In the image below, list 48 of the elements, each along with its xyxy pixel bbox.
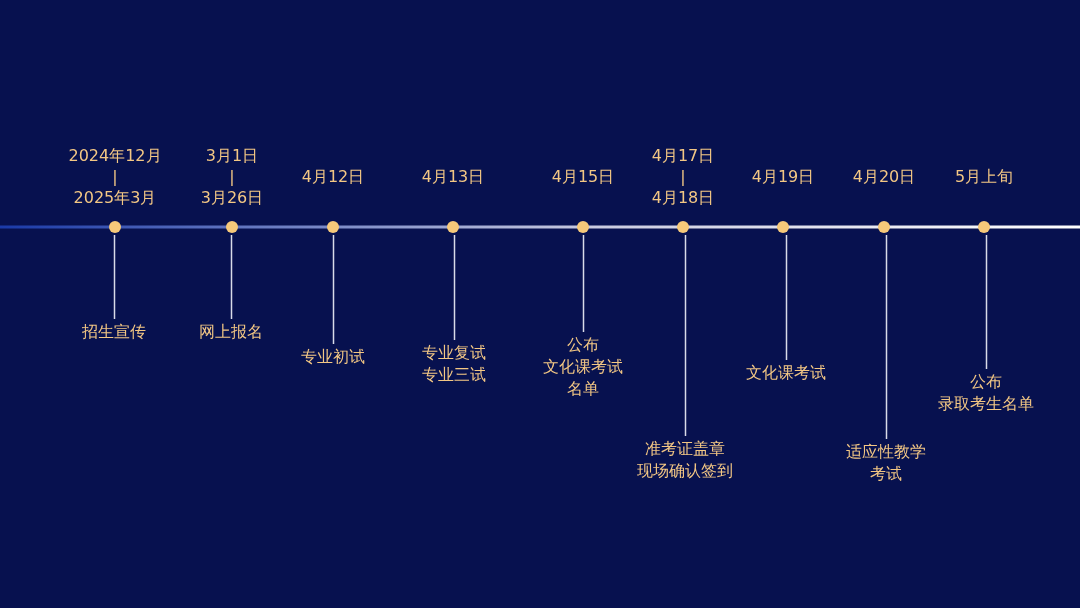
leader-line (885, 234, 888, 440)
event-label: 公布 (566, 334, 600, 356)
milestone-dot (109, 221, 121, 233)
milestone-dot (327, 221, 339, 233)
event-label: 文化课考试 (745, 362, 827, 384)
event-label: 适应性教学 (845, 441, 927, 463)
milestone-dot (447, 221, 459, 233)
date-label: | (679, 165, 687, 187)
milestone-dot (978, 221, 990, 233)
date-label: 4月13日 (420, 165, 486, 187)
date-label: 4月18日 (650, 186, 716, 208)
date-label: 2025年3月 (72, 186, 158, 208)
event-label: 考试 (869, 463, 903, 485)
milestone-dot (226, 221, 238, 233)
milestone-dot (777, 221, 789, 233)
event-label: 名单 (566, 378, 600, 400)
date-label: | (228, 165, 236, 187)
date-label: 4月19日 (750, 165, 816, 187)
leader-line (985, 234, 988, 370)
leader-line (785, 234, 788, 361)
event-label: 现场确认签到 (636, 460, 734, 482)
date-label: 5月上旬 (953, 165, 1015, 187)
date-label: 4月12日 (300, 165, 366, 187)
event-label: 专业三试 (421, 364, 487, 386)
milestone-dot (577, 221, 589, 233)
date-label: 4月17日 (650, 144, 716, 166)
event-label: 网上报名 (198, 321, 264, 343)
leader-line (684, 234, 687, 437)
event-label: 专业复试 (421, 342, 487, 364)
date-label: 3月26日 (199, 186, 265, 208)
event-label: 录取考生名单 (937, 393, 1035, 415)
leader-line (113, 234, 116, 320)
date-label: 3月1日 (204, 144, 260, 166)
event-label: 招生宣传 (81, 321, 147, 343)
date-label: | (111, 165, 119, 187)
date-label: 4月15日 (550, 165, 616, 187)
event-label: 文化课考试 (542, 356, 624, 378)
leader-line (453, 234, 456, 341)
event-label: 准考证盖章 (644, 438, 726, 460)
leader-line (230, 234, 233, 320)
leader-line (582, 234, 585, 333)
date-label: 4月20日 (851, 165, 917, 187)
event-label: 专业初试 (300, 346, 366, 368)
leader-line (332, 234, 335, 345)
date-label: 2024年12月 (67, 144, 163, 166)
milestone-dot (677, 221, 689, 233)
event-label: 公布 (969, 371, 1003, 393)
milestone-dot (878, 221, 890, 233)
